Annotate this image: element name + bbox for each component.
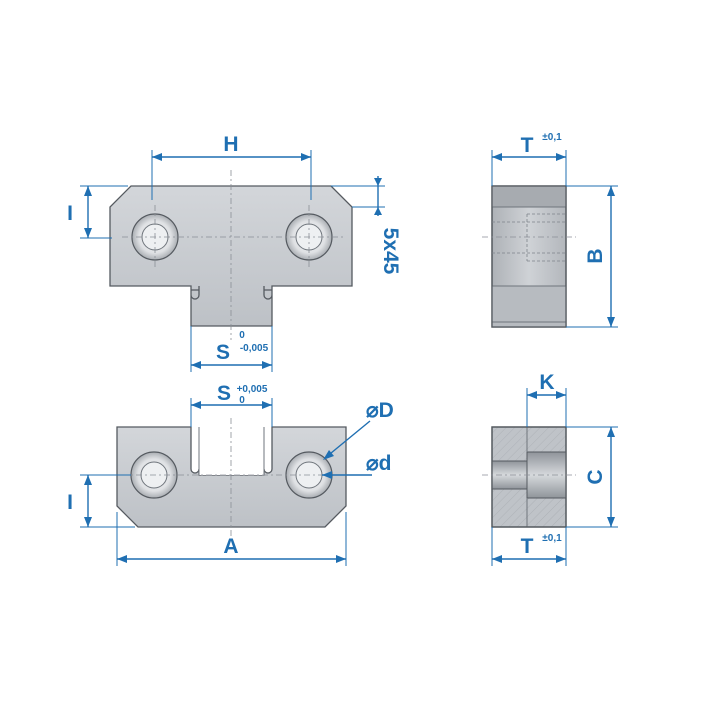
dimension-S-bottom: S +0,005 0	[190, 382, 273, 427]
label-I-top: I	[67, 202, 73, 225]
dimension-B: B	[566, 185, 618, 328]
label-chamfer: 5x45	[379, 228, 402, 275]
dimension-C: C	[566, 426, 618, 528]
dimension-A: A	[116, 512, 347, 566]
dimension-I-bottom: I	[67, 474, 135, 528]
label-T-bottom: T	[521, 535, 534, 558]
label-S-bottom-tol-upper: +0,005	[237, 384, 268, 395]
bottom-view-part	[116, 418, 347, 540]
label-B: B	[584, 248, 607, 263]
top-view-part	[109, 170, 353, 340]
label-T-bottom-tol: ±0,1	[542, 533, 562, 544]
label-I-bottom: I	[67, 491, 73, 514]
side-view-bottom	[482, 426, 576, 528]
label-H: H	[223, 133, 238, 156]
leader-d: ⌀d	[322, 452, 391, 479]
dimension-chamfer: 5x45	[331, 176, 402, 275]
label-S-top-tol-lower: -0,005	[240, 343, 269, 354]
label-A: A	[223, 535, 238, 558]
dimension-I-top: I	[67, 185, 128, 239]
label-S-top-tol-upper: 0	[239, 330, 245, 341]
label-S-bottom-tol-lower: 0	[239, 395, 245, 406]
dimension-T-top: T ±0,1	[491, 132, 567, 186]
dimension-T-bottom: T ±0,1	[491, 527, 567, 566]
label-D: ⌀D	[366, 399, 394, 422]
label-C: C	[584, 469, 607, 484]
side-view-top	[482, 185, 576, 328]
label-T-top-tol: ±0,1	[542, 132, 562, 143]
dimension-H: H	[151, 133, 312, 200]
dimension-S-top: S 0 -0,005	[190, 326, 273, 372]
leader-D: ⌀D	[323, 399, 394, 460]
label-T-top: T	[521, 134, 534, 157]
label-K: K	[539, 371, 554, 394]
label-S-top: S	[216, 341, 230, 364]
label-S-bottom: S	[217, 382, 231, 405]
label-d: ⌀d	[366, 452, 391, 475]
dimension-K: K	[526, 371, 567, 427]
